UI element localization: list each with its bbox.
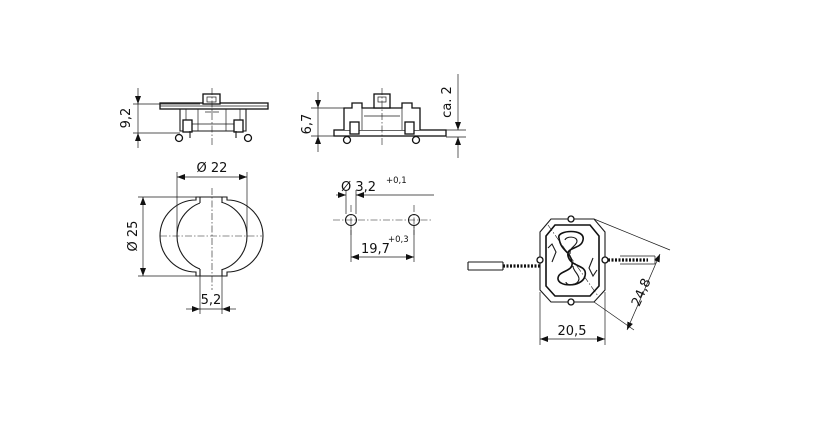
hole-pattern-view: Ø 3,2 +0,1 19,7 +0,3 xyxy=(333,176,434,262)
dim-slot-width: 5,2 xyxy=(201,293,222,308)
dim-hole-spacing: 19,7 xyxy=(361,242,390,257)
dim-height-front: 6,7 xyxy=(300,114,315,135)
side-view-left: 9,2 xyxy=(119,88,269,148)
dim-hole-diameter: Ø 3,2 xyxy=(341,180,376,195)
dim-offset-top: ca. 2 xyxy=(440,86,455,118)
dim-outer-diameter: Ø 22 xyxy=(197,161,228,176)
plan-view-left: Ø 22 Ø 25 5,2 xyxy=(126,161,264,314)
dim-hole-spacing-tolerance: +0,3 xyxy=(388,235,409,245)
dim-width: 20,5 xyxy=(558,324,587,339)
dim-hole-diameter-tolerance: +0,1 xyxy=(386,176,407,186)
dim-height-side: 9,2 xyxy=(119,108,134,129)
wired-socket-view: 20,5 24,8 xyxy=(467,215,671,345)
front-view-middle: 6,7 ca. 2 xyxy=(300,74,466,158)
dim-diagonal: 24,8 xyxy=(629,276,654,309)
dim-body-diameter: Ø 25 xyxy=(126,221,141,252)
